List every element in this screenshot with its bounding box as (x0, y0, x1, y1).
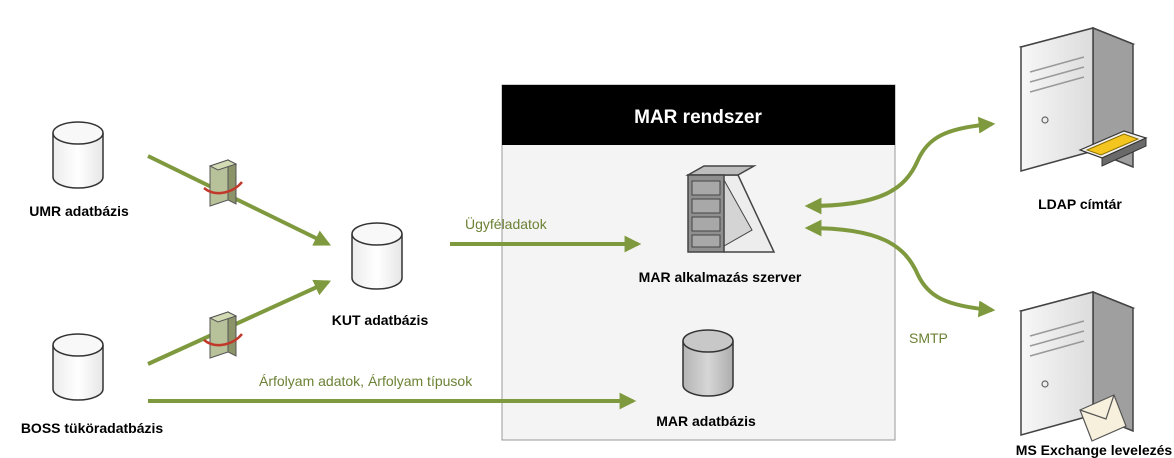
edge-label-arfolyam: Árfolyam adatok, Árfolyam típusok (259, 373, 473, 389)
arrow-boss-to-kut (147, 279, 332, 366)
kut-database-icon (351, 222, 403, 290)
arrow-app-exchange (804, 219, 996, 318)
exchange-server-icon (1018, 290, 1136, 442)
arrow-umr-to-kut (147, 154, 332, 246)
edge-label-ugyfeladatok: Ügyféladatok (465, 215, 548, 232)
gateway-icon (203, 159, 243, 207)
edge-label-smtp: SMTP (909, 330, 948, 346)
mar-database-icon (682, 329, 734, 397)
connections (147, 116, 996, 410)
exchange-label: MS Exchange levelezés (1016, 442, 1173, 458)
umr-label: UMR adatbázis (29, 203, 129, 219)
mar-system-title: MAR rendszer (634, 107, 762, 128)
boss-label: BOSS tüköradatbázis (21, 420, 164, 436)
arrow-app-ldap (804, 116, 996, 215)
gateway-icon (203, 311, 243, 359)
app-server-label: MAR alkalmazás szerver (639, 269, 802, 285)
envelope-icon (1079, 394, 1127, 442)
boss-database-icon (52, 333, 104, 401)
umr-database-icon (52, 121, 104, 189)
ldap-server-icon (1018, 26, 1148, 172)
mar-db-label: MAR adatbázis (656, 413, 756, 429)
kut-label: KUT adatbázis (332, 312, 429, 328)
ldap-label: LDAP címtár (1038, 196, 1122, 212)
app-server-icon (685, 165, 776, 253)
